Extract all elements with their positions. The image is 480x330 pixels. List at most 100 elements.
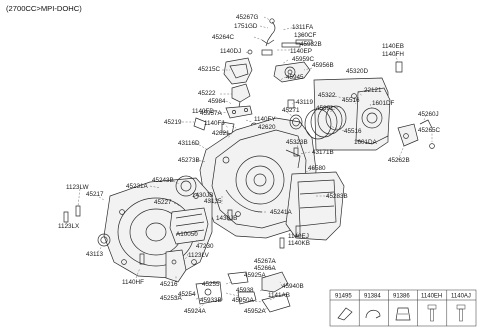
part-label: 45957A [200, 110, 223, 117]
part-label: 45924A [184, 308, 207, 315]
part-label: 43113 [86, 251, 104, 258]
part-label: 1311FA [292, 24, 314, 31]
oil-strainer [169, 207, 209, 245]
part-label: 45243B [152, 177, 174, 184]
part-label: 45283B [326, 193, 348, 200]
part-label: 45984 [208, 98, 226, 105]
part-label: 45516 [344, 128, 362, 135]
part-label: 45950A [232, 297, 255, 304]
table-header: 91386 [393, 294, 410, 300]
part-label: 46580 [308, 165, 326, 172]
bolt-icon [456, 304, 466, 322]
part-label: 45267A [254, 258, 277, 265]
part-label: 45959C [292, 56, 315, 63]
table-header: 91495 [335, 294, 352, 300]
part-label: 47230 [196, 243, 214, 250]
part-label: 45262B [388, 157, 410, 164]
part-label: 45255 [202, 281, 220, 288]
part-label: 1140HF [122, 279, 144, 286]
lower-bracket [165, 249, 187, 283]
part-label: 43116D [178, 140, 200, 147]
bolt-icon [427, 304, 437, 322]
part-label: 45925A [244, 272, 267, 279]
part-label: 45938 [236, 287, 254, 294]
part-label: 43119 [296, 99, 314, 106]
part-label: 1140EJ [288, 233, 309, 240]
part-label: 1360CF [294, 32, 317, 39]
breather-assembly [223, 49, 253, 85]
part-label: 1140EB [382, 43, 404, 50]
right-fittings [395, 61, 435, 149]
engine-header: (2700CC>MPI-DOHC) [6, 4, 82, 13]
shift-lever-group [195, 271, 291, 313]
pump-cover [175, 175, 197, 197]
leader-lines [65, 16, 433, 313]
solenoid-valve [273, 61, 311, 83]
part-label: 45227 [154, 199, 172, 206]
fastener-table: 91495 91384 91386 1140EH 1140AJ [329, 289, 477, 327]
part-label: 45322 [318, 92, 336, 99]
transaxle-drawing [63, 18, 435, 313]
part-label: 45945 [286, 74, 304, 81]
part-label: 1123LW [66, 184, 89, 191]
part-label: 45940B [282, 283, 304, 290]
part-label: 22121 [364, 87, 382, 94]
part-labels: 45267G 1751GD 45264C 1311FA 1360CF 45932… [58, 14, 441, 315]
part-label: 45267G [236, 14, 259, 21]
part-label: 45219 [164, 119, 182, 126]
part-label: 45932B [300, 41, 322, 48]
part-label: 45323B [286, 139, 308, 146]
table-header: 91384 [364, 294, 381, 300]
speed-sensor [231, 83, 251, 113]
part-label: 42620 [258, 124, 276, 131]
part-label: 1141AB [268, 292, 290, 299]
table-header: 1140AJ [451, 294, 471, 300]
part-label: 45273B [178, 157, 200, 164]
bracket [225, 105, 253, 119]
part-label: 45264C [212, 34, 235, 41]
clip-icon [365, 309, 381, 319]
part-label: 45254 [178, 291, 196, 298]
seal-ring [289, 114, 303, 130]
part-label: 45253A [160, 295, 183, 302]
part-label: 45956B [312, 62, 334, 69]
part-label: 45265C [418, 127, 441, 134]
part-label: 1140EP [290, 48, 312, 55]
part-label: 1140FJ [204, 120, 225, 127]
part-label: 45216 [160, 281, 178, 288]
part-label: 43171B [312, 149, 334, 156]
part-label: 43135 [204, 198, 222, 205]
part-label: 42621 [212, 130, 230, 137]
part-label: 1601DF [372, 100, 395, 107]
dipstick-tube [261, 18, 313, 56]
part-label: 1140FD [192, 108, 214, 115]
part-label: 1430JB [216, 215, 237, 222]
part-label: 45222 [198, 90, 216, 97]
part-label: 45391 [316, 105, 334, 112]
bolts [63, 99, 301, 265]
clip-icon [337, 307, 353, 321]
part-label: 1140FY [254, 116, 276, 123]
part-label: 45217 [86, 191, 104, 198]
part-label: 1430JB [192, 192, 213, 199]
part-label: 1140KB [288, 240, 310, 247]
output-sensor [397, 123, 419, 147]
part-label: 1751GD [234, 23, 258, 30]
part-label: 1123LX [58, 223, 80, 230]
clip-icon [395, 307, 411, 321]
part-label: 1123LV [188, 252, 210, 259]
part-label: 45271 [282, 107, 300, 114]
part-label: 45241A [270, 209, 293, 216]
table-header: 1140EH [421, 294, 442, 300]
part-label: 1140FH [382, 51, 404, 58]
oil-seal [97, 233, 111, 247]
part-label: 45231A [126, 183, 149, 190]
part-label: 45320D [346, 68, 369, 75]
part-label: 45215C [198, 66, 221, 73]
part-label: 45516 [342, 97, 360, 104]
part-label: A10050 [176, 231, 198, 238]
part-label: 45266A [254, 265, 277, 272]
valve-cover [285, 171, 345, 241]
table-border [329, 289, 477, 327]
